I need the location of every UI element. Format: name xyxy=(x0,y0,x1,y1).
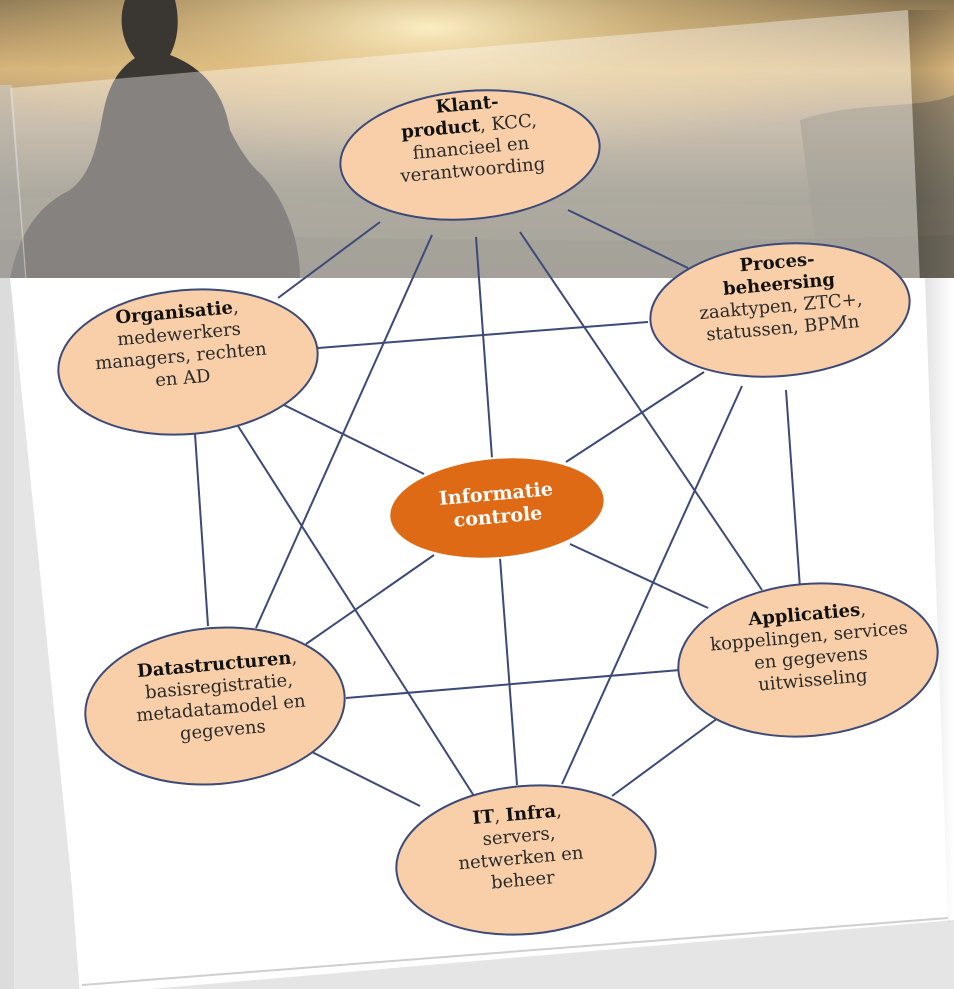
node-ellipse-applicaties xyxy=(677,582,939,738)
label-text: , xyxy=(231,296,240,319)
label-text: , xyxy=(859,599,867,621)
edges xyxy=(194,209,801,807)
node-ellipse-organisatie xyxy=(57,288,319,436)
label-text: , KCC, xyxy=(479,110,538,137)
edge-line xyxy=(255,234,433,629)
edge-line xyxy=(561,385,743,785)
edge-line xyxy=(611,717,719,797)
node-label-organisatie: Organisatie, medewerkers managers, recht… xyxy=(77,293,284,398)
node-ellipse-it xyxy=(395,784,657,936)
edge-line xyxy=(277,221,381,299)
edge-line xyxy=(565,371,705,463)
label-bold: IT xyxy=(471,806,496,829)
label-bold: Infra xyxy=(504,800,557,827)
node-ellipse-data xyxy=(84,626,346,786)
edge-line xyxy=(194,433,209,627)
label-text: , xyxy=(290,647,298,669)
node-label-procesbeheersing: Proces- beheersing zaaktypen, ZTC+, stat… xyxy=(677,243,884,348)
edge-line xyxy=(305,554,435,645)
node-label-it-infra: IT, Infra, servers, netwerken en beheer xyxy=(417,795,624,900)
edge-line xyxy=(499,557,518,786)
label-text: , xyxy=(554,800,563,822)
edge-line xyxy=(345,669,681,699)
node-ellipse-klant xyxy=(339,89,601,221)
edge-line xyxy=(569,543,709,609)
node-ellipse-proces xyxy=(649,242,911,378)
nodes xyxy=(57,89,939,936)
edge-line xyxy=(475,236,493,459)
edge-line xyxy=(311,751,421,807)
edge-line xyxy=(317,321,649,349)
edge-line xyxy=(785,389,801,589)
meditating-figure-silhouette xyxy=(10,0,300,278)
node-ellipse-center xyxy=(388,456,606,560)
edge-line xyxy=(567,209,689,269)
edge-line xyxy=(237,425,475,797)
edge-line xyxy=(281,403,425,475)
node-label-klant-product: Klant- product, KCC, financieel en veran… xyxy=(377,86,564,189)
edge-line xyxy=(519,231,763,591)
